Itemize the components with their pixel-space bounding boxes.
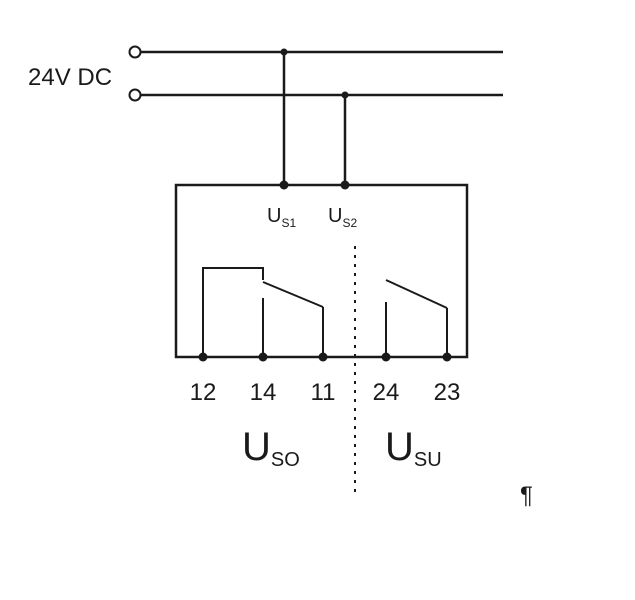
terminal-label-14: 14 [250, 379, 277, 406]
group-label-uso-main: U [242, 425, 271, 469]
label-us1: US1 [267, 205, 296, 230]
usu-contact-blade [385, 279, 448, 309]
group-label-uso-sub: SO [271, 449, 300, 471]
pilcrow-mark: ¶ [520, 482, 533, 509]
label-us1-main: U [267, 205, 281, 227]
terminal-dot-11 [318, 352, 328, 362]
supply-terminal-positive [128, 45, 142, 59]
terminal-dot-23 [442, 352, 452, 362]
label-us2-main: U [328, 205, 342, 227]
group-label-usu: USU [385, 425, 442, 471]
supply-terminal-negative [128, 88, 142, 102]
module-enclosure [174, 183, 469, 359]
terminal-dot-12 [198, 352, 208, 362]
terminal-dot-14 [258, 352, 268, 362]
label-us2: US2 [328, 205, 357, 230]
terminal-label-24: 24 [373, 379, 400, 406]
group-label-usu-sub: SU [414, 449, 442, 471]
uso-contact-nc-path [202, 267, 264, 357]
label-us2-sub: S2 [342, 216, 357, 230]
terminal-label-23: 23 [434, 379, 461, 406]
module-terminal-us2 [340, 180, 350, 190]
label-us1-sub: S1 [281, 216, 296, 230]
supply-label: 24V DC [28, 64, 112, 91]
group-label-usu-main: U [385, 425, 414, 469]
terminal-label-11: 11 [311, 379, 336, 406]
terminal-label-12: 12 [190, 379, 217, 406]
module-terminal-us1 [279, 180, 289, 190]
group-label-uso: USO [242, 425, 300, 471]
uso-contact-blade [262, 281, 324, 308]
terminal-dot-24 [381, 352, 391, 362]
